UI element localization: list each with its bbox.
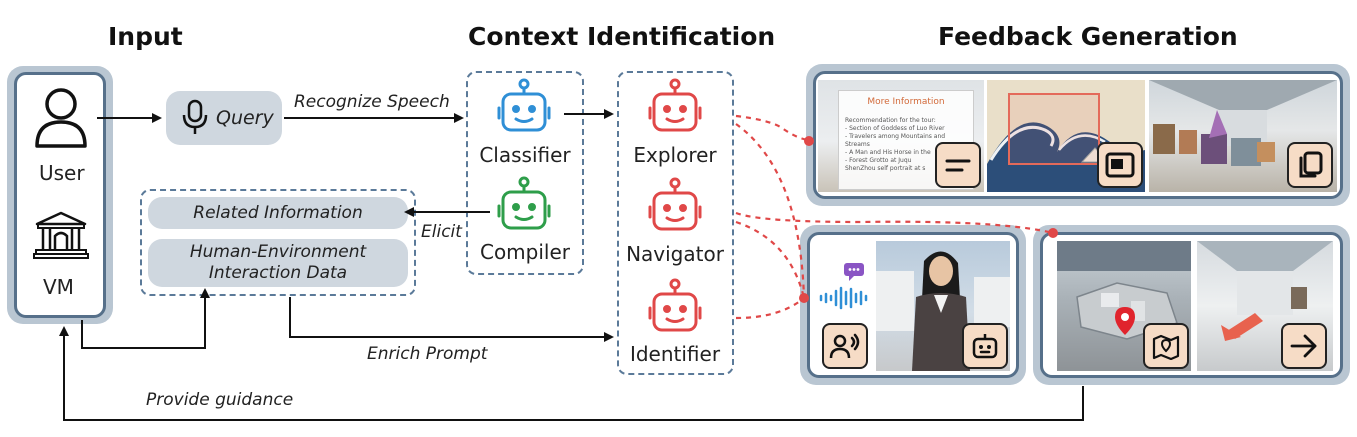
interaction-data-line1: Human-Environment (189, 242, 367, 262)
navigator-robot-icon (648, 177, 702, 231)
compiler-label: Compiler (479, 240, 571, 264)
identifier-robot-icon (648, 278, 702, 332)
interaction-data-line2: Interaction Data (208, 263, 348, 283)
identifier-label: Identifier (629, 342, 721, 366)
map-tag (1143, 323, 1189, 369)
image-info-tag (1097, 142, 1143, 188)
more-info-line: - Forest Grotto at Juqu (845, 157, 912, 164)
enrich-prompt-label: Enrich Prompt (367, 344, 488, 364)
text-info-tag (935, 142, 981, 188)
more-info-line: - Travelers among Mountains and (845, 133, 946, 140)
avatar-tag (962, 323, 1008, 369)
identifier-to-avatar-dash (735, 297, 805, 320)
explorer-to-avatar-dash (735, 123, 806, 299)
more-info-screenshot: More Information Recommendation for the … (818, 80, 984, 192)
query-label: Query (216, 106, 274, 129)
user-label: User (39, 161, 85, 185)
more-info-line: Streams (845, 141, 870, 148)
arrow-view (1197, 241, 1333, 341)
map-screenshot (1057, 241, 1191, 371)
input-panel (14, 72, 106, 318)
picture-frame-icon (1105, 152, 1135, 178)
museum-icon (33, 211, 89, 259)
explorer-to-panel-dash (735, 114, 809, 142)
voice-tag (822, 323, 868, 369)
avatar-robot-icon (972, 334, 998, 359)
recognize-speech-label: Recognize Speech (294, 92, 450, 112)
more-info-lines: Recommendation for the tour: - Section o… (845, 117, 971, 173)
more-info-title: More Information (867, 97, 945, 107)
classifier-compiler-box (466, 71, 584, 275)
explorer-robot-icon (648, 78, 702, 132)
data-to-identifier-arrow (289, 297, 614, 342)
avatar-screenshot (876, 241, 1010, 371)
more-info-line: - Section of Goddess of Luo River (845, 125, 945, 132)
heading-context-identification: Context Identification (468, 22, 776, 51)
classifier-robot-icon (497, 78, 551, 132)
map-location-icon (1152, 334, 1180, 360)
microphone-icon (182, 99, 208, 134)
user-icon (35, 88, 87, 148)
gallery-room (1149, 80, 1337, 166)
arrow-screenshot (1197, 241, 1333, 371)
gallery-screenshot (1149, 80, 1337, 192)
explorer-label: Explorer (633, 143, 717, 167)
heading-input: Input (108, 22, 183, 51)
more-info-line: - A Man and His Horse in the (845, 149, 931, 156)
painting-screenshot (987, 80, 1145, 192)
direction-tag (1281, 323, 1327, 369)
vm-label: VM (43, 275, 74, 299)
navigator-to-avatar-dash (735, 220, 806, 299)
more-info-line: ShenZhou self portrait at s (845, 165, 926, 172)
related-information-pill: Related Information (148, 197, 408, 229)
navigator-label: Navigator (626, 242, 724, 266)
compiler-robot-icon (497, 176, 551, 230)
elicit-label: Elicit (421, 222, 462, 242)
arrow-right-icon (1290, 334, 1317, 358)
interaction-data-pill: Human-Environment Interaction Data (148, 239, 408, 287)
chat-bubble-icon (844, 263, 864, 281)
voice-person-icon (829, 333, 860, 359)
sound-wave-icon (819, 286, 868, 310)
query-pill: Query (166, 91, 282, 145)
heading-feedback-generation: Feedback Generation (938, 22, 1238, 51)
more-info-line: Recommendation for the tour: (845, 117, 936, 124)
gallery-info-tag (1287, 142, 1333, 188)
classifier-label: Classifier (479, 143, 571, 167)
copy-stack-icon (1299, 151, 1323, 178)
provide-guidance-label: Provide guidance (146, 390, 294, 410)
context-data-box (140, 189, 416, 296)
text-lines-icon (945, 159, 971, 172)
